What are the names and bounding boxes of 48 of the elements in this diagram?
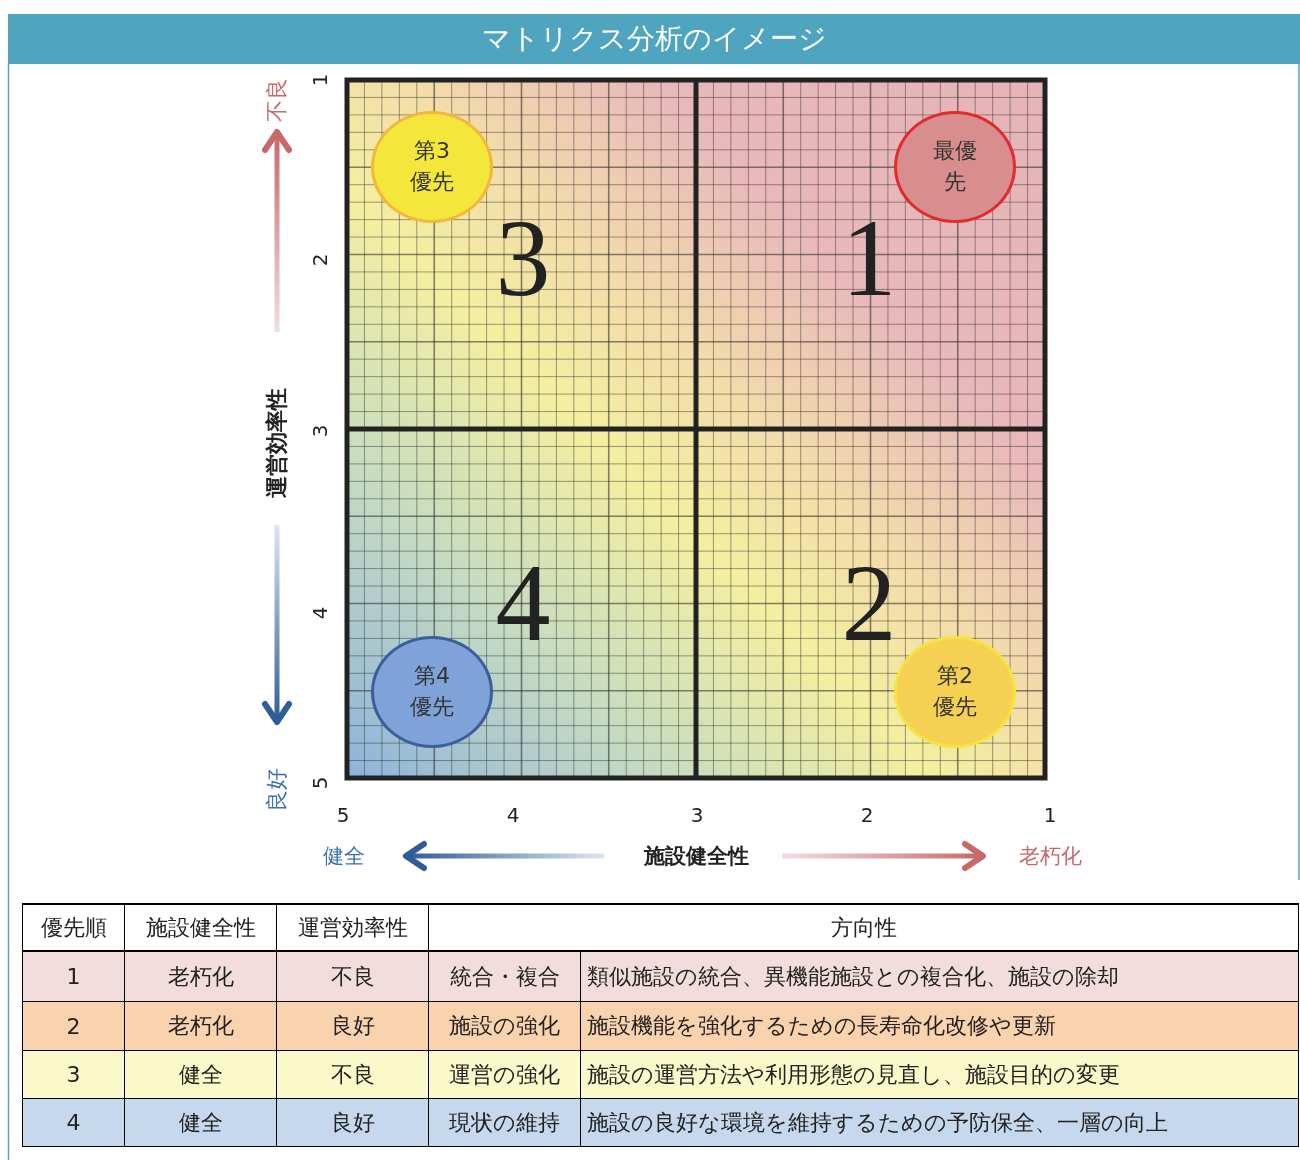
tick-label: 3 [690, 805, 704, 825]
table-cell: 優先順 [22, 903, 125, 952]
table-cell: 老朽化 [124, 951, 277, 1002]
tick-label: 1 [1043, 805, 1057, 825]
table-cell: 施設の強化 [428, 1001, 581, 1051]
axis-title: 施設健全性 [643, 845, 749, 867]
title-bar: マトリクス分析のイメージ [8, 14, 1300, 64]
table-cell: 良好 [276, 1001, 429, 1051]
table-cell: 運営効率性 [276, 903, 429, 952]
table-cell: 不良 [276, 1050, 429, 1099]
table-cell: 良好 [276, 1098, 429, 1147]
axis-end-label: 良好 [266, 768, 288, 812]
table-cell: 施設機能を強化するための長寿命化改修や更新 [580, 1001, 1299, 1051]
tick-label: 3 [310, 424, 330, 438]
tick-label: 1 [310, 73, 330, 87]
table-cell: 3 [22, 1050, 125, 1099]
table-cell: 類似施設の統合、異機能施設との複合化、施設の除却 [580, 951, 1299, 1002]
table-cell: 老朽化 [124, 1001, 277, 1051]
tick-label: 5 [310, 776, 330, 790]
priority-text: 第2優先 [932, 662, 978, 721]
table-cell: 統合・複合 [428, 951, 581, 1002]
table-cell: 現状の維持 [428, 1098, 581, 1147]
table-cell: 施設の良好な環境を維持するための予防保全、一層の向上 [580, 1098, 1299, 1147]
tick-label: 5 [336, 805, 350, 825]
table-cell: 1 [22, 951, 125, 1002]
table-cell: 施設健全性 [124, 903, 277, 952]
table-cell: 4 [22, 1098, 125, 1147]
table-cell: 方向性 [428, 903, 1299, 952]
priority-text: 最優先 [932, 137, 978, 196]
table-cell: 2 [22, 1001, 125, 1051]
table-cell: 健全 [124, 1098, 277, 1147]
quadrant-number: 3 [495, 203, 551, 313]
tick-label: 2 [860, 805, 874, 825]
axis-end-label: 健全 [323, 845, 365, 867]
tick-label: 4 [310, 606, 330, 620]
axis-end-label: 老朽化 [1018, 845, 1082, 867]
table-cell: 健全 [124, 1050, 277, 1099]
quadrant-number: 4 [495, 548, 551, 658]
table-cell: 施設の運営方法や利用形態の見直し、施設目的の変更 [580, 1050, 1299, 1099]
tick-label: 2 [310, 253, 330, 267]
axis-title: 運営効率性 [266, 388, 288, 498]
table-cell: 不良 [276, 951, 429, 1002]
tick-label: 4 [506, 805, 520, 825]
table-cell: 運営の強化 [428, 1050, 581, 1099]
priority-text: 第4優先 [409, 662, 455, 721]
quadrant-number: 1 [841, 203, 897, 313]
priority-text: 第3優先 [409, 137, 455, 196]
axis-end-label: 不良 [266, 78, 288, 122]
